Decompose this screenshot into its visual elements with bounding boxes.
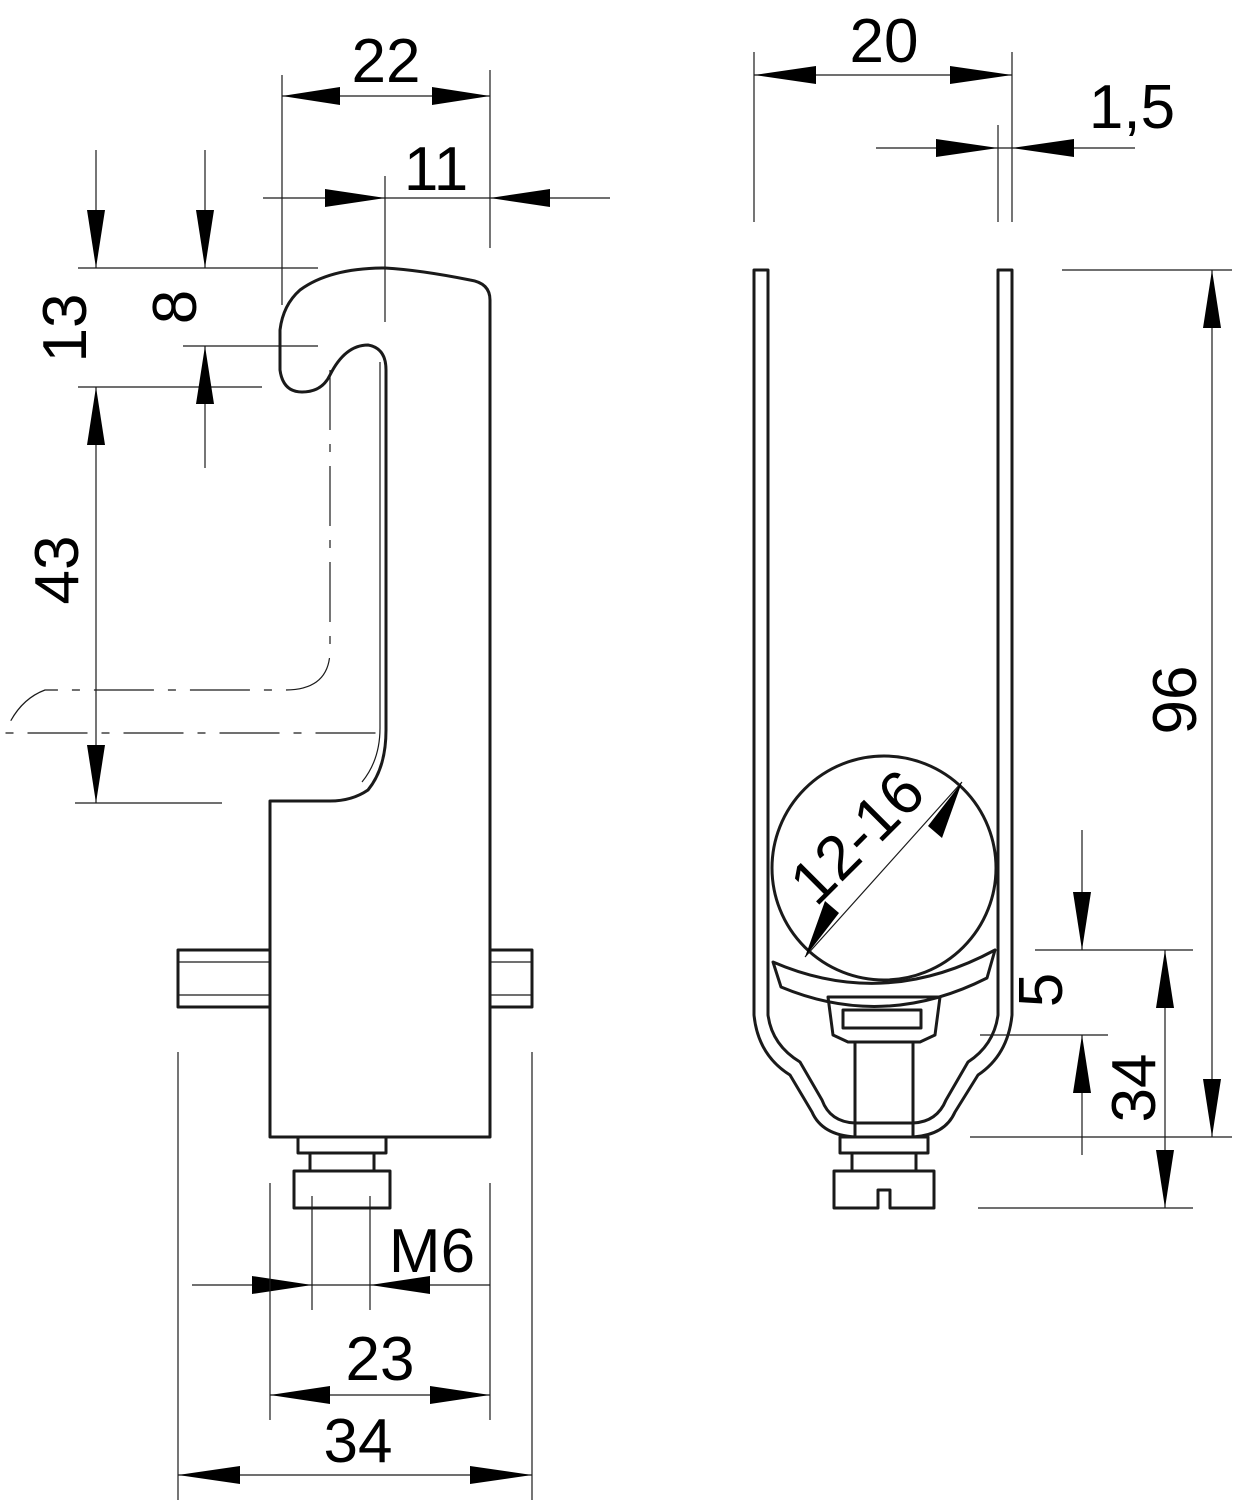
dim-wall: 1,5 [1089, 73, 1175, 142]
screw-collar [296, 1135, 388, 1155]
dim-base-outer: 34 [324, 1407, 393, 1476]
dim-cable-range: 12-16 [777, 757, 938, 918]
screw-head-front [832, 1169, 936, 1210]
mount-profile [4, 370, 380, 734]
dim-hook-gap: 8 [141, 290, 210, 324]
side-view-dimensions: 22 11 13 8 43 M6 [23, 27, 610, 1500]
nut-housing [826, 995, 942, 1044]
side-view [4, 266, 534, 1210]
dim-hook-height: 13 [31, 294, 100, 363]
front-view [752, 268, 1014, 1210]
dim-thread: M6 [389, 1217, 475, 1286]
screw-shank [308, 1151, 376, 1173]
dim-body-drop: 43 [23, 536, 92, 605]
dim-clip-width: 20 [850, 7, 919, 76]
front-view-dimensions: 20 1,5 96 12-16 5 34 [753, 7, 1232, 1209]
dim-total-height: 96 [1141, 666, 1210, 735]
dim-bottom-height: 34 [1100, 1054, 1169, 1123]
bracket-outline [268, 266, 492, 1139]
clip-outer [752, 268, 1014, 1139]
dim-hook-width: 22 [352, 27, 421, 96]
pin-right [488, 948, 534, 1009]
pin-left [176, 948, 272, 1009]
hook-inner-line [361, 362, 381, 783]
nut-slot [841, 1008, 923, 1030]
dim-saddle-offset: 5 [1007, 973, 1076, 1007]
screw-head [292, 1169, 392, 1210]
screw-collar-front [838, 1135, 930, 1155]
dim-base-inner: 23 [346, 1325, 415, 1394]
saddle [771, 948, 997, 1008]
dim-hook-half: 11 [404, 135, 468, 204]
screw-neck-front [850, 1151, 918, 1173]
cable [770, 754, 998, 982]
